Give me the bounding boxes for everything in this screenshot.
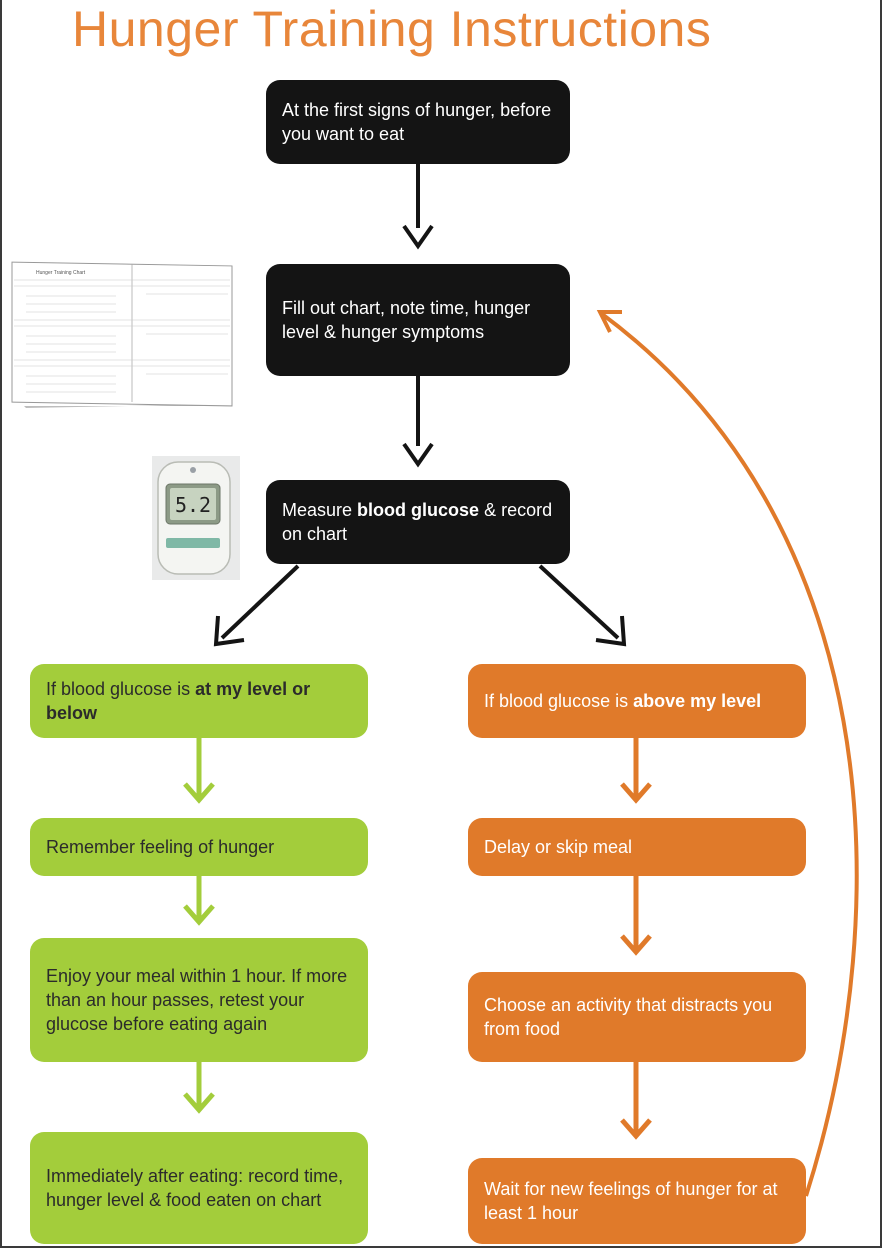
green-condition-pre: If blood glucose is [46, 679, 196, 699]
orange-condition-pre: If blood glucose is [484, 691, 634, 711]
arrow-measure-to-green [213, 564, 300, 647]
step-first-signs: At the first signs of hunger, before you… [266, 80, 570, 164]
orange-step-3-text: Wait for new feelings of hunger for at l… [484, 1179, 778, 1223]
green-step-1-text: Remember feeling of hunger [46, 837, 275, 857]
orange-step-1: Delay or skip meal [468, 818, 806, 876]
arrow-measure-to-orange [538, 564, 627, 647]
orange-step-1-text: Delay or skip meal [484, 837, 633, 857]
step-fill-chart-text: Fill out chart, note time, hunger level … [282, 298, 531, 342]
orange-step-3: Wait for new feelings of hunger for at l… [468, 1158, 806, 1244]
arrow-loop-back [596, 310, 859, 1197]
measure-pre: Measure [282, 500, 358, 520]
arrow-first-to-fill [402, 164, 434, 250]
orange-condition-text: If blood glucose is above my level [484, 689, 761, 713]
arrow-orange-3 [620, 1062, 652, 1140]
green-step-2-text: Enjoy your meal within 1 hour. If more t… [46, 966, 348, 1034]
green-step-3-text: Immediately after eating: record time, h… [46, 1166, 344, 1210]
arrow-green-3 [183, 1062, 215, 1114]
orange-step-2-text: Choose an activity that distracts you fr… [484, 995, 773, 1039]
arrow-green-1 [183, 738, 215, 804]
green-condition-text: If blood glucose is at my level or below [46, 677, 352, 725]
green-condition: If blood glucose is at my level or below [30, 664, 368, 738]
meter-reading: 5.2 [175, 493, 211, 517]
green-condition-bold: at my level or below [46, 679, 311, 723]
measure-post: & record on chart [282, 500, 553, 544]
orange-condition: If blood glucose is above my level [468, 664, 806, 738]
hunger-chart-image: Hunger Training Chart [11, 261, 233, 408]
measure-bold: blood glucose [357, 500, 480, 520]
green-step-3: Immediately after eating: record time, h… [30, 1132, 368, 1244]
chart-image-title: Hunger Training Chart [36, 270, 86, 276]
arrow-orange-1 [620, 738, 652, 804]
arrow-orange-2 [620, 876, 652, 956]
orange-step-2: Choose an activity that distracts you fr… [468, 972, 806, 1062]
step-first-signs-text: At the first signs of hunger, before you… [282, 100, 552, 144]
orange-condition-bold: above my level [633, 691, 762, 711]
arrow-green-2 [183, 876, 215, 926]
step-fill-chart: Fill out chart, note time, hunger level … [266, 264, 570, 376]
page-title: Hunger Training Instructions [72, 1, 712, 57]
green-step-2: Enjoy your meal within 1 hour. If more t… [30, 938, 368, 1062]
step-measure-glucose-text: Measure blood glucose & record on chart [282, 498, 554, 546]
green-step-1: Remember feeling of hunger [30, 818, 368, 876]
step-measure-glucose: Measure blood glucose & record on chart [266, 480, 570, 564]
glucose-meter-image: 5.2 [152, 456, 240, 580]
arrow-fill-to-measure [402, 376, 434, 468]
